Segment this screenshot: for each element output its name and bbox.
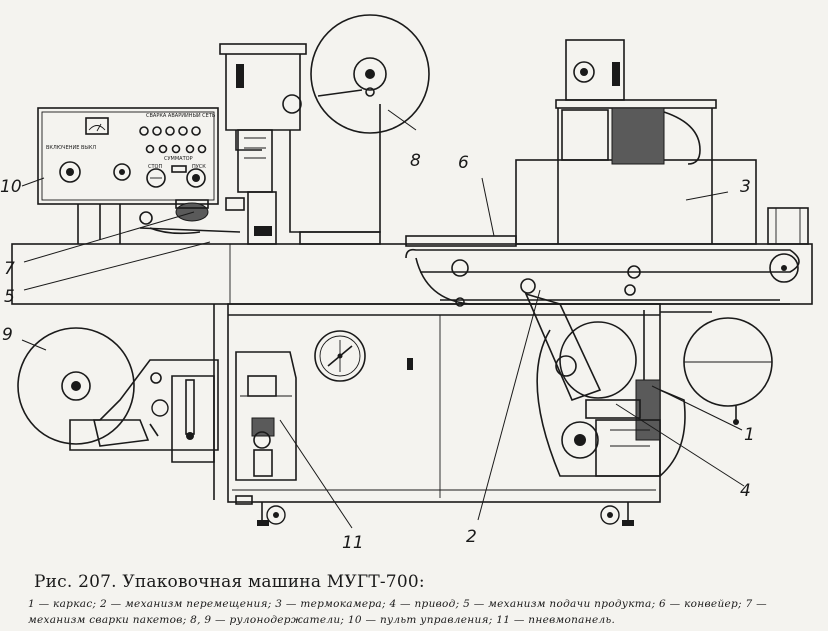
panel-label-top: СВАРКА АВАРИЙНЫЙ СЕТЬ: [146, 112, 216, 119]
callout-4: 4: [740, 481, 751, 501]
callout-11: 11: [342, 533, 364, 553]
conveyor: [405, 207, 809, 307]
main-frame: [11, 243, 813, 503]
figure-caption: Рис. 207. Упаковочная машина МУГТ-700: 1…: [16, 572, 816, 628]
callout-9: 9: [2, 325, 13, 345]
callout-8: 8: [410, 151, 421, 171]
control-panel: СВАРКА АВАРИЙНЫЙ СЕТЬ ВКЛЮЧЕНИЕ ВЫКЛ СУМ…: [37, 107, 219, 244]
panel-label-left: ВКЛЮЧЕНИЕ ВЫКЛ: [46, 145, 96, 151]
caption-title: Рис. 207. Упаковочная машина МУГТ-700:: [34, 572, 425, 592]
panel-label-pusk: ПУСК: [192, 164, 206, 170]
callout-7: 7: [4, 259, 15, 279]
callout-1: 1: [744, 425, 755, 445]
machine-feet: [235, 495, 634, 526]
callout-6: 6: [458, 153, 469, 173]
right-reel: [659, 311, 773, 477]
callout-10: 10: [0, 177, 22, 197]
callout-3: 3: [740, 177, 751, 197]
transfer-and-drive: [524, 292, 661, 477]
panel-label-mid: СУММАТОР: [164, 156, 193, 162]
pneumo-panel: [235, 351, 297, 481]
panel-label-stop: СТОП: [148, 164, 162, 170]
caption-legend: 1 — каркас; 2 — механизм перемещения; 3 …: [28, 598, 767, 626]
pressure-gauge: [314, 330, 366, 382]
machine-drawing: СВАРКА АВАРИЙНЫЙ СЕТЬ ВКЛЮЧЕНИЕ ВЫКЛ СУМ…: [0, 14, 813, 553]
thermo-chamber: [515, 39, 757, 245]
reel-holder-9: [17, 327, 219, 463]
sealing-mechanism: [139, 197, 245, 235]
leader-lines: [21, 109, 745, 529]
reel-holder-8: [219, 14, 430, 245]
callout-2: 2: [466, 527, 477, 547]
callout-5: 5: [4, 287, 15, 307]
